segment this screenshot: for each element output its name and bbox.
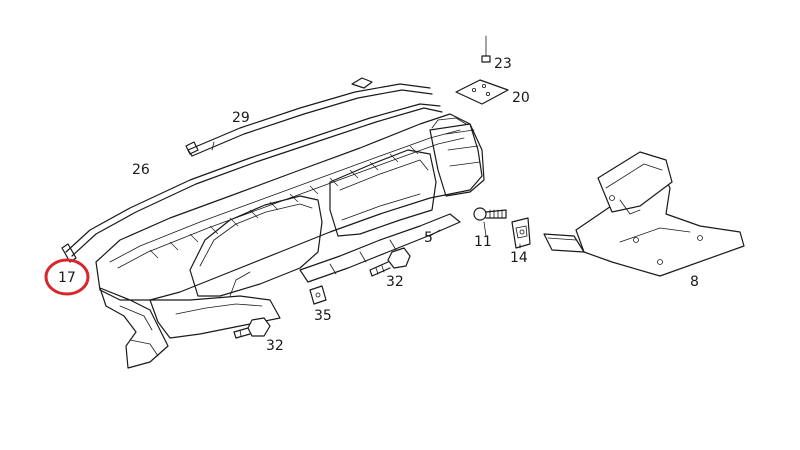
highlight-circle bbox=[44, 258, 90, 296]
callout-14: 14 bbox=[510, 250, 528, 266]
part-32-bolt-lower bbox=[233, 317, 271, 339]
part-14-clip-nut bbox=[511, 217, 531, 249]
part-26-front-strip bbox=[61, 103, 443, 263]
part-23-screw bbox=[481, 35, 491, 63]
part-35-clip bbox=[309, 285, 327, 305]
callout-5: 5 bbox=[424, 230, 433, 246]
callout-11: 11 bbox=[474, 234, 492, 250]
leader-lines bbox=[429, 221, 521, 249]
callout-32-lower: 32 bbox=[266, 338, 284, 354]
part-20-plate bbox=[455, 79, 509, 105]
part-32-bolt-upper bbox=[369, 247, 411, 277]
part-29-trim-strip bbox=[185, 77, 433, 157]
callout-35: 35 bbox=[314, 308, 332, 324]
callout-29: 29 bbox=[232, 110, 250, 126]
part-8-side-bracket bbox=[543, 151, 745, 277]
callout-17: 17 bbox=[58, 270, 76, 286]
part-5-dashboard-carrier bbox=[95, 113, 485, 369]
callout-23: 23 bbox=[494, 56, 512, 72]
part-11-screw-washer bbox=[473, 207, 507, 221]
callout-8: 8 bbox=[690, 274, 699, 290]
callout-32-upper: 32 bbox=[386, 274, 404, 290]
callout-20: 20 bbox=[512, 90, 530, 106]
callout-26: 26 bbox=[132, 162, 150, 178]
